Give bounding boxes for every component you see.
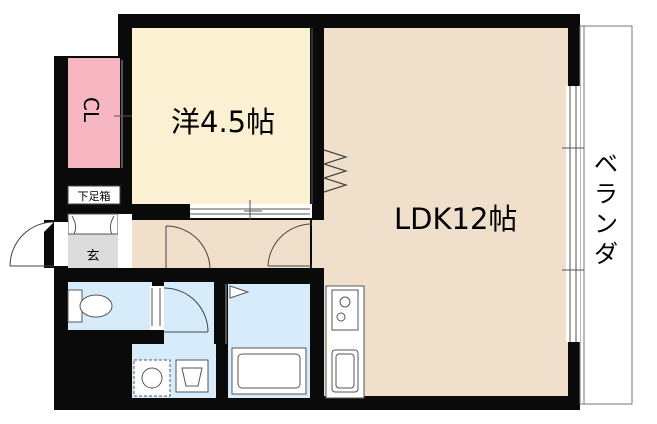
bathroom-vent-icon	[229, 285, 250, 299]
veranda-char: ダ	[594, 240, 618, 268]
ldk-room	[324, 28, 568, 396]
folding-door	[322, 149, 348, 193]
hallway	[132, 220, 310, 268]
veranda-char: ラ	[594, 180, 618, 208]
wash-basin-icon	[175, 359, 209, 393]
bathtub-icon	[231, 347, 307, 395]
ldk-opening	[312, 220, 324, 268]
ldk-room-label: LDK12帖	[394, 202, 517, 236]
western-room	[132, 28, 310, 204]
toilet-door	[150, 286, 164, 330]
hallway-door-right	[267, 223, 313, 267]
entrance-step	[118, 214, 132, 268]
washing-machine-icon	[133, 359, 171, 397]
toilet-icon	[67, 289, 113, 323]
entrance-cabinet	[67, 213, 119, 235]
ldk-window	[562, 86, 584, 342]
stove-icon	[331, 289, 359, 331]
veranda-char: ン	[594, 210, 618, 238]
hallway-door-left	[165, 225, 211, 269]
western-sliding-door	[190, 200, 312, 222]
exterior-notch	[54, 14, 118, 56]
shoe-box	[67, 185, 121, 205]
entry-door	[9, 220, 68, 268]
western-room-label: 洋4.5帖	[171, 105, 275, 139]
veranda-label: ベ ラ ン ダ	[594, 150, 618, 268]
sink-icon	[331, 349, 359, 393]
washroom-door	[163, 287, 209, 333]
shoe-box-label: 下足箱	[78, 189, 111, 203]
closet-label: CL	[79, 97, 103, 123]
veranda	[579, 25, 633, 405]
entrance-label: 玄	[86, 249, 99, 264]
closet	[68, 58, 120, 168]
veranda-char: ベ	[594, 150, 618, 178]
